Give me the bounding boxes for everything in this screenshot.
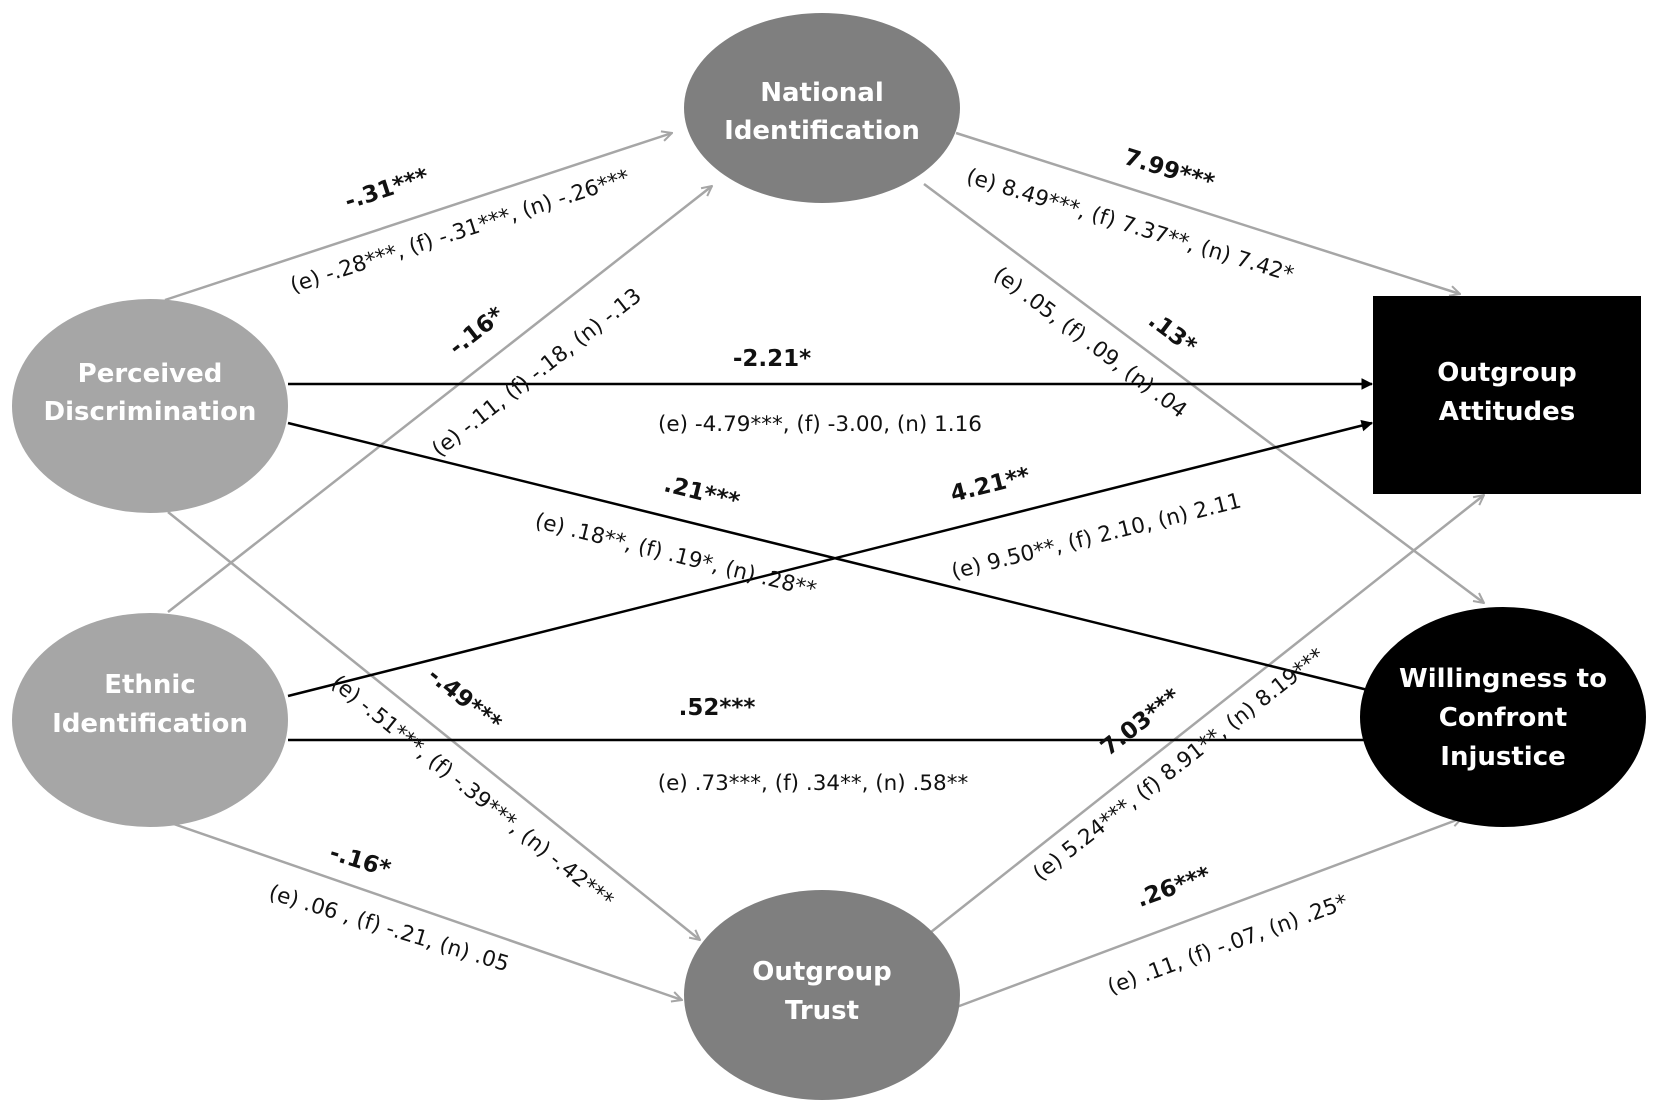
arrow-ei-to-ni bbox=[167, 186, 712, 613]
arrow-pd-to-wc bbox=[287, 421, 1376, 692]
label-ei-to-ni: -.16* (e) -.11, (f) -.18, (n) -.13 bbox=[427, 283, 646, 462]
node-label-line1: Willingness to bbox=[1399, 664, 1607, 694]
label-ni-to-wc: .13* (e) .05, (f) .09, (n) .04 bbox=[988, 262, 1201, 423]
coefficient-main: .13* bbox=[1143, 307, 1201, 360]
node-national-identification: National Identification bbox=[684, 13, 960, 203]
arrow-ot-to-wc bbox=[953, 818, 1462, 1010]
node-label-line1: Ethnic bbox=[104, 670, 196, 700]
coefficient-main: .26*** bbox=[1133, 862, 1214, 913]
label-ei-to-ot: -.16* (e) .06 , (f) -.21, (n) .05 bbox=[266, 840, 512, 977]
arrow-ni-to-oa bbox=[955, 131, 1460, 294]
coefficient-main: -.31*** bbox=[342, 164, 432, 215]
label-ni-to-oa: 7.99*** (e) 8.49***, (f) 7.37**, (n) 7.4… bbox=[963, 144, 1296, 287]
coefficient-main: -.16* bbox=[326, 840, 393, 883]
label-pd-to-ni: -.31*** (e) -.28***, (f) -.31***, (n) -.… bbox=[287, 164, 633, 299]
coefficient-subgroups: (e) .05, (f) .09, (n) .04 bbox=[988, 262, 1191, 423]
node-label-line2: Identification bbox=[724, 116, 920, 146]
coefficient-subgroups: (e) 5.24***, (f) 8.91**, (n) 8.19*** bbox=[1029, 643, 1330, 886]
node-label-line1: Perceived bbox=[78, 359, 223, 389]
node-label-line2: Attitudes bbox=[1439, 397, 1576, 427]
coefficient-main: .52*** bbox=[679, 695, 756, 721]
node-ethnic-identification: Ethnic Identification bbox=[12, 613, 288, 827]
node-label-line1: Outgroup bbox=[752, 957, 891, 987]
node-willingness-to-confront-injustice: Willingness to Confront Injustice bbox=[1360, 607, 1646, 827]
coefficient-subgroups: (e) -.11, (f) -.18, (n) -.13 bbox=[427, 283, 646, 462]
node-outgroup-attitudes: Outgroup Attitudes bbox=[1373, 296, 1641, 494]
coefficient-main: -2.21* bbox=[733, 346, 811, 372]
node-label-line3: Injustice bbox=[1440, 742, 1565, 772]
arrow-pd-to-ot bbox=[167, 511, 700, 940]
arrow-ot-to-oa bbox=[925, 495, 1484, 937]
coefficient-main: 7.03*** bbox=[1096, 684, 1185, 762]
arrow-ni-to-wc bbox=[923, 182, 1484, 603]
node-label-line2: Trust bbox=[785, 996, 859, 1026]
label-ei-to-oa: 4.21** (e) 9.50**, (f) 2.10, (n) 2.11 bbox=[948, 463, 1244, 585]
coefficient-main: 4.21** bbox=[948, 463, 1033, 508]
label-ot-to-wc: .26*** (e) .11, (f) -.07, (n) .25* bbox=[1104, 862, 1351, 1000]
arrow-pd-to-ni bbox=[164, 133, 672, 302]
node-label-line1: National bbox=[760, 78, 883, 108]
coefficient-subgroups: (e) .73***, (f) .34**, (n) .58** bbox=[658, 771, 969, 796]
node-label-line2: Identification bbox=[52, 709, 248, 739]
node-perceived-discrimination: Perceived Discrimination bbox=[12, 299, 288, 513]
coefficient-subgroups: (e) .18**, (f) .19*, (n) .28** bbox=[532, 509, 819, 603]
arrow-ei-to-ot bbox=[167, 820, 682, 1000]
coefficient-subgroups: (e) -4.79***, (f) -3.00, (n) 1.16 bbox=[658, 412, 982, 437]
node-label-line1: Outgroup bbox=[1437, 358, 1576, 388]
label-ei-to-wc: .52*** (e) .73***, (f) .34**, (n) .58** bbox=[658, 695, 969, 796]
coefficient-main: 7.99*** bbox=[1121, 144, 1217, 196]
arrow-ei-to-oa bbox=[287, 423, 1372, 698]
label-ot-to-oa: 7.03*** (e) 5.24***, (f) 8.91**, (n) 8.1… bbox=[1029, 643, 1330, 886]
coefficient-subgroups: (e) 9.50**, (f) 2.10, (n) 2.11 bbox=[949, 489, 1244, 585]
node-label-line2: Discrimination bbox=[44, 397, 257, 427]
node-outgroup-trust: Outgroup Trust bbox=[684, 890, 960, 1100]
label-pd-to-oa: -2.21* (e) -4.79***, (f) -3.00, (n) 1.16 bbox=[658, 346, 982, 437]
gray-arrows bbox=[164, 131, 1484, 1010]
label-pd-to-wc: .21*** (e) .18**, (f) .19*, (n) .28** bbox=[532, 471, 819, 603]
black-arrows bbox=[287, 384, 1376, 740]
node-label-line2: Confront bbox=[1439, 703, 1567, 733]
coefficient-main: .21*** bbox=[661, 471, 742, 515]
coefficient-subgroups: (e) -.28***, (f) -.31***, (n) -.26*** bbox=[287, 165, 633, 299]
